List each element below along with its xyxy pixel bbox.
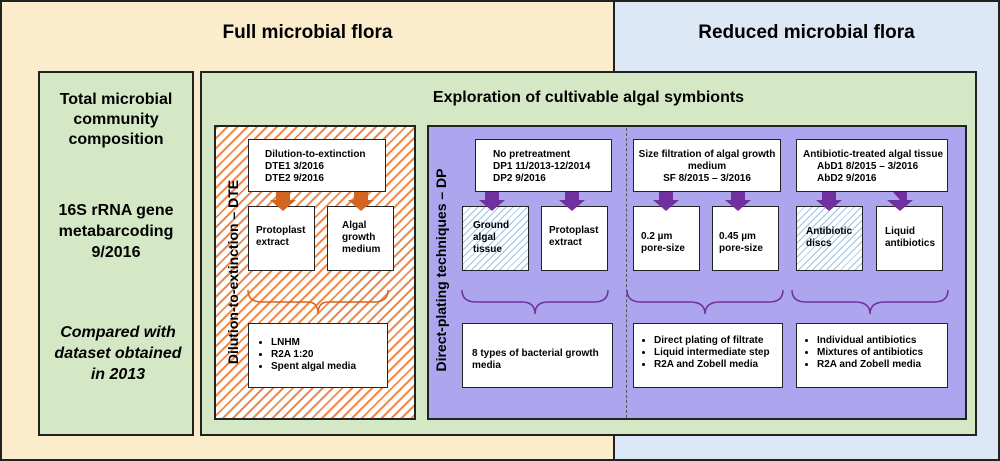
- dte-source-protoplast: Protoplast extract: [248, 206, 315, 271]
- dp-group2-title: Size filtration of algal growth medium: [638, 149, 776, 172]
- dp-source-antibiotic-discs: Antibiotic discs: [796, 206, 863, 271]
- dte-header-box: Dilution-to-extinction DTE1 3/2016 DTE2 …: [248, 139, 386, 192]
- dp-group2-media-item: R2A and Zobell media: [654, 359, 782, 371]
- dp-group3-media-item: R2A and Zobell media: [817, 359, 947, 371]
- dp-source-045um: 0.45 µm pore-size: [712, 206, 779, 271]
- dp-divider: [626, 128, 627, 418]
- dte-header-date1: DTE1 3/2016: [265, 161, 324, 172]
- dp-arrow-icon: [816, 192, 842, 211]
- dte-header-title: Dilution-to-extinction: [265, 149, 366, 160]
- dp-arrow-icon: [479, 192, 505, 211]
- dp-group3-date1: AbD1 8/2015 – 3/2016: [817, 161, 919, 172]
- dte-media-item: LNHM: [271, 337, 387, 349]
- dp-group1-date2: DP2 9/2016: [493, 173, 546, 184]
- dp-arrow-icon: [887, 192, 913, 211]
- dp-brace-icon: [791, 289, 949, 315]
- dp-brace-icon: [461, 289, 609, 315]
- dp-source-ground-tissue: Ground algal tissue: [462, 206, 529, 271]
- dp-group2-media-item: Liquid intermediate step: [654, 347, 782, 359]
- dp-group2-header: Size filtration of algal growth medium S…: [633, 139, 781, 192]
- dp-group1-date1: DP1 11/2013-12/2014: [493, 161, 591, 172]
- dp-source-protoplast: Protoplast extract: [541, 206, 608, 271]
- dte-media-item: Spent algal media: [271, 361, 387, 373]
- dp-group3-date2: AbD2 9/2016: [817, 173, 877, 184]
- dp-group3-title: Antibiotic-treated algal tissue: [803, 149, 944, 160]
- full-flora-title: Full microbial flora: [222, 22, 393, 43]
- dte-media-box: LNHM R2A 1:20 Spent algal media: [248, 323, 388, 388]
- dp-group3-header: Antibiotic-treated algal tissue AbD1 8/2…: [796, 139, 948, 192]
- dp-arrow-icon: [559, 192, 585, 211]
- dte-brace-icon: [247, 289, 389, 315]
- total-community-title: Total microbial community composition: [59, 91, 173, 148]
- dp-group2-media-item: Direct plating of filtrate: [654, 335, 782, 347]
- dte-media-item: R2A 1:20: [271, 349, 387, 361]
- dte-arrow-icon: [348, 192, 374, 211]
- dp-group2-media-box: Direct plating of filtrate Liquid interm…: [633, 323, 783, 388]
- dp-group2-date1: SF 8/2015 – 3/2016: [663, 173, 751, 184]
- dp-arrow-icon: [725, 192, 751, 211]
- dp-group1-media-box: 8 types of bacterial growth media: [462, 323, 613, 388]
- dp-brace-icon: [626, 289, 784, 315]
- dp-group1-title: No pretreatment: [493, 149, 571, 160]
- dp-group3-media-box: Individual antibiotics Mixtures of antib…: [796, 323, 948, 388]
- dp-group3-media-item: Mixtures of antibiotics: [817, 347, 947, 359]
- total-community-panel: [38, 71, 194, 436]
- dp-source-02um: 0.2 µm pore-size: [633, 206, 700, 271]
- dp-group3-media-item: Individual antibiotics: [817, 335, 947, 347]
- dp-group1-header: No pretreatment DP1 11/2013-12/2014 DP2 …: [475, 139, 612, 192]
- dte-header-date2: DTE2 9/2016: [265, 173, 324, 184]
- exploration-title: Exploration of cultivable algal symbiont…: [432, 89, 745, 106]
- metabarcoding-label: 16S rRNA gene metabarcoding 9/2016: [58, 202, 174, 261]
- dp-arrow-icon: [653, 192, 679, 211]
- dte-arrow-icon: [270, 192, 296, 211]
- reduced-flora-title: Reduced microbial flora: [698, 22, 915, 43]
- dte-source-medium: Algal growth medium: [327, 206, 394, 271]
- comparison-note: Compared with dataset obtained in 2013: [54, 324, 182, 383]
- dp-source-liquid-antibiotics: Liquid antibiotics: [876, 206, 943, 271]
